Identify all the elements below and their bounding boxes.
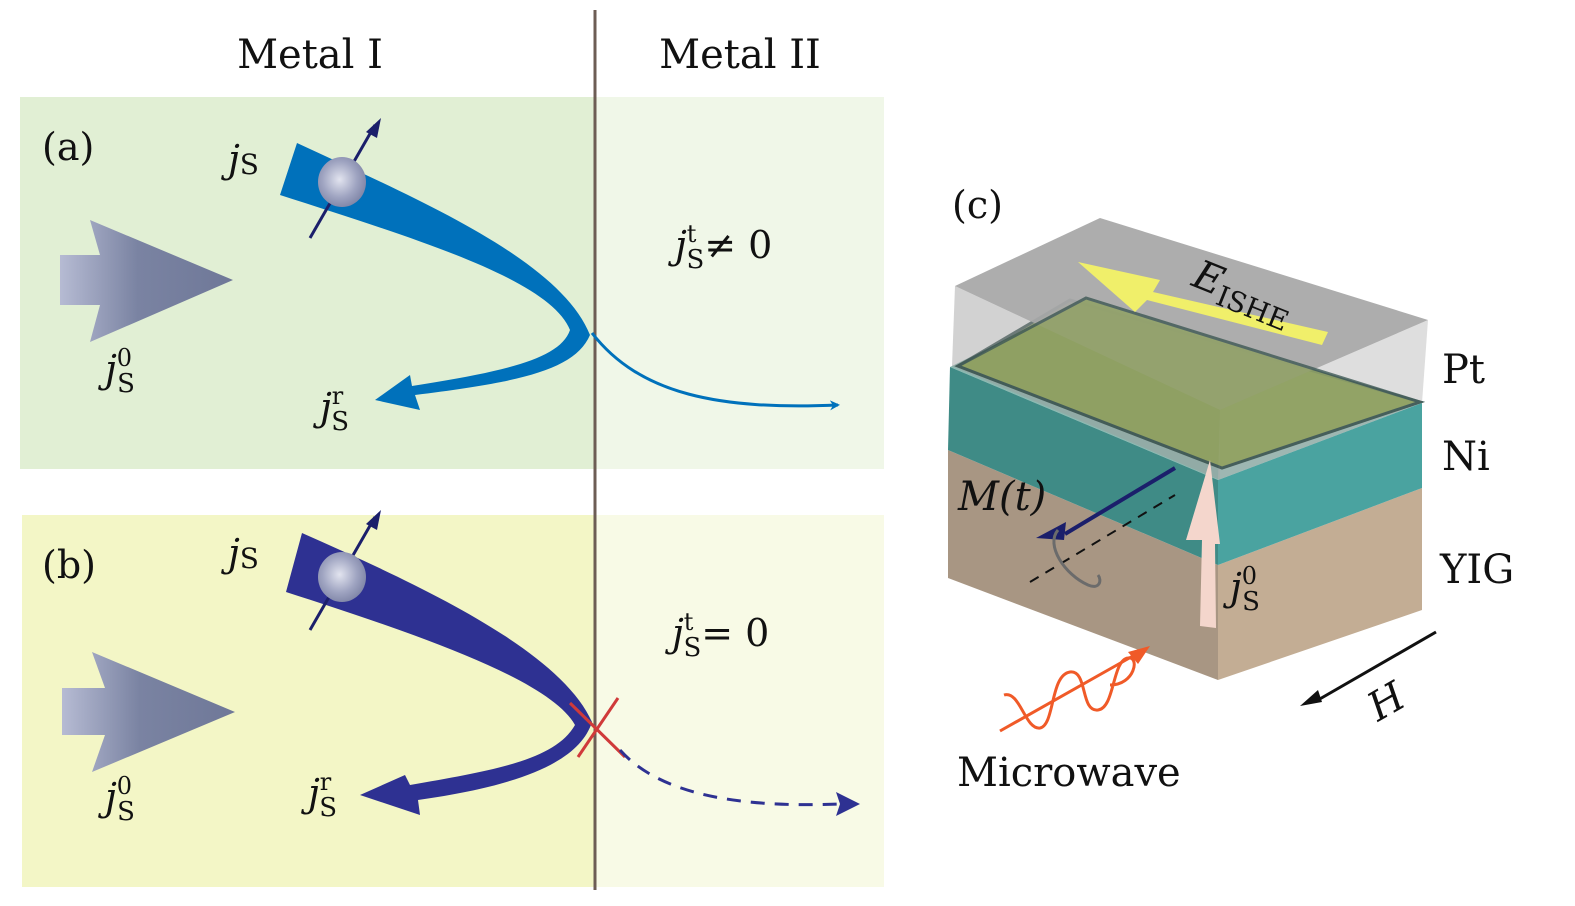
magnetization-vector <box>1063 466 1177 536</box>
panel-b-label: (b) <box>42 543 96 587</box>
layer-label-pt: Pt <box>1442 347 1485 393</box>
electron-ball <box>318 157 366 207</box>
panel-a-metal2-region <box>594 97 884 469</box>
label-h-field: H <box>1359 673 1414 731</box>
microwave-axis <box>999 650 1141 733</box>
layer-label-ni: Ni <box>1442 434 1490 480</box>
incident-arrow-icon <box>62 652 235 772</box>
transmitted-current-arrow <box>590 332 840 411</box>
interface-outline <box>954 296 1425 470</box>
precession-loop-icon <box>1052 529 1102 588</box>
dashed-arrowhead-icon <box>836 792 860 816</box>
yig-front-face <box>948 450 1218 680</box>
j0-pump-arrow-icon <box>1186 460 1220 628</box>
header-metal-2: Metal II <box>659 32 821 78</box>
ni-side-face <box>1218 403 1422 565</box>
header-metal-1: Metal I <box>237 32 383 78</box>
block-mark-stroke <box>576 697 620 758</box>
magnetization-arrowhead-icon <box>1036 522 1066 540</box>
yig-side-face <box>1218 488 1422 680</box>
pt-top-face <box>955 218 1428 410</box>
panel-b-metal2-region <box>594 515 884 887</box>
panel-a-label: (a) <box>42 125 94 169</box>
h-field-arrowhead-icon <box>1300 690 1322 706</box>
spin-arrowhead-icon <box>366 510 381 530</box>
e-ishe-arrow-icon <box>1078 262 1328 345</box>
layer-label-yig: YIG <box>1439 547 1514 593</box>
label-microwave: Microwave <box>957 750 1181 796</box>
blocked-transmitted-arrow <box>618 749 841 807</box>
h-field-arrow <box>1317 630 1437 702</box>
panel-c-label: (c) <box>952 183 1003 227</box>
microwave-arrowhead-icon <box>1128 646 1150 664</box>
incident-arrow-icon <box>60 220 233 342</box>
electron-ball <box>318 552 366 602</box>
label-magnetization: M(t) <box>957 474 1046 520</box>
spin-current-band <box>280 143 590 410</box>
spin-current-band <box>286 533 592 815</box>
spin-arrowhead-icon <box>366 118 381 138</box>
ni-front-face <box>948 367 1218 565</box>
microwave-wave-icon <box>1003 656 1136 730</box>
